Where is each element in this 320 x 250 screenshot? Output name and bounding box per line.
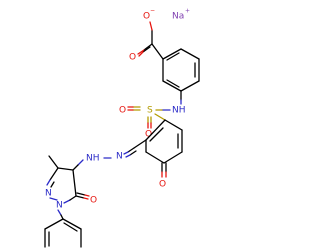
bond — [180, 80, 200, 92]
bond — [154, 113, 166, 121]
bond — [149, 21, 153, 31]
sulfonamide-nh: NH — [172, 106, 186, 116]
phenyl-ring — [44, 209, 82, 248]
bond — [151, 43, 164, 60]
bond-double — [84, 194, 90, 197]
bond — [46, 179, 51, 186]
methyl-bond — [48, 155, 59, 169]
bond — [127, 147, 135, 153]
pyrazolone-n2: N — [56, 201, 63, 211]
bond — [49, 167, 59, 181]
sulfur-atom: S — [147, 106, 153, 116]
bond — [49, 197, 58, 201]
bond-double — [76, 192, 86, 196]
carboxylate-oxygen: O — [143, 12, 150, 22]
bond — [77, 159, 84, 166]
bond — [137, 49, 145, 55]
bond-inner — [166, 52, 180, 61]
bond-double — [142, 46, 151, 53]
bond-double — [138, 51, 144, 57]
hydrazone-nh: NH — [86, 154, 100, 164]
bond-double — [125, 154, 131, 158]
quinone-carbonyl: O — [159, 162, 167, 190]
sodium-charge: + — [185, 8, 190, 15]
pyrazolone-ring: N N — [45, 155, 77, 211]
bond — [133, 139, 147, 149]
bond — [62, 218, 82, 230]
bond-double — [50, 181, 55, 188]
sodium-ion: Na + — [172, 8, 190, 22]
bond — [44, 218, 64, 230]
bond — [57, 209, 62, 216]
bond — [163, 151, 183, 164]
molecule-svg: O − O Na + NH S O O — [44, 8, 200, 248]
quinoid-ring — [133, 113, 183, 164]
bond — [69, 195, 77, 201]
bond — [145, 151, 165, 164]
structure-diagram: O − O Na + NH S O O — [44, 8, 200, 248]
sulfonamide-group: NH S O O — [119, 90, 186, 140]
quinone-oxygen: O — [159, 180, 166, 190]
carboxylate-group: O − O — [129, 8, 164, 63]
sulfonyl-oxygen-left: O — [119, 106, 126, 116]
bond-inner — [63, 222, 78, 232]
bond — [72, 164, 79, 171]
pyrazolone-n1: N — [45, 189, 52, 199]
bond — [75, 195, 85, 199]
bond — [72, 169, 77, 197]
carboxylate-charge: − — [150, 8, 155, 15]
bond — [60, 214, 64, 220]
bond-double — [129, 150, 137, 156]
hydrazone-link: N NH — [72, 147, 137, 171]
bond — [143, 43, 153, 51]
bond — [162, 48, 182, 60]
bond — [180, 48, 200, 60]
bond — [83, 197, 89, 200]
carbonyl-oxygen: O — [129, 53, 136, 63]
bond-inner — [166, 79, 180, 88]
pyrazolone-oxygen: O — [90, 196, 97, 206]
pyrazolone-carbonyl: O — [75, 192, 97, 206]
hydrazone-n: N — [116, 152, 123, 162]
benzoate-ring — [162, 48, 200, 92]
bond — [63, 199, 71, 204]
bond — [57, 167, 74, 171]
bond-inner — [149, 127, 164, 142]
bond — [164, 119, 183, 131]
bond — [123, 151, 129, 155]
sodium-symbol: Na — [172, 12, 184, 22]
bond — [162, 80, 182, 92]
sulfonyl-oxygen-bottom: O — [145, 130, 152, 140]
bond — [145, 119, 166, 141]
